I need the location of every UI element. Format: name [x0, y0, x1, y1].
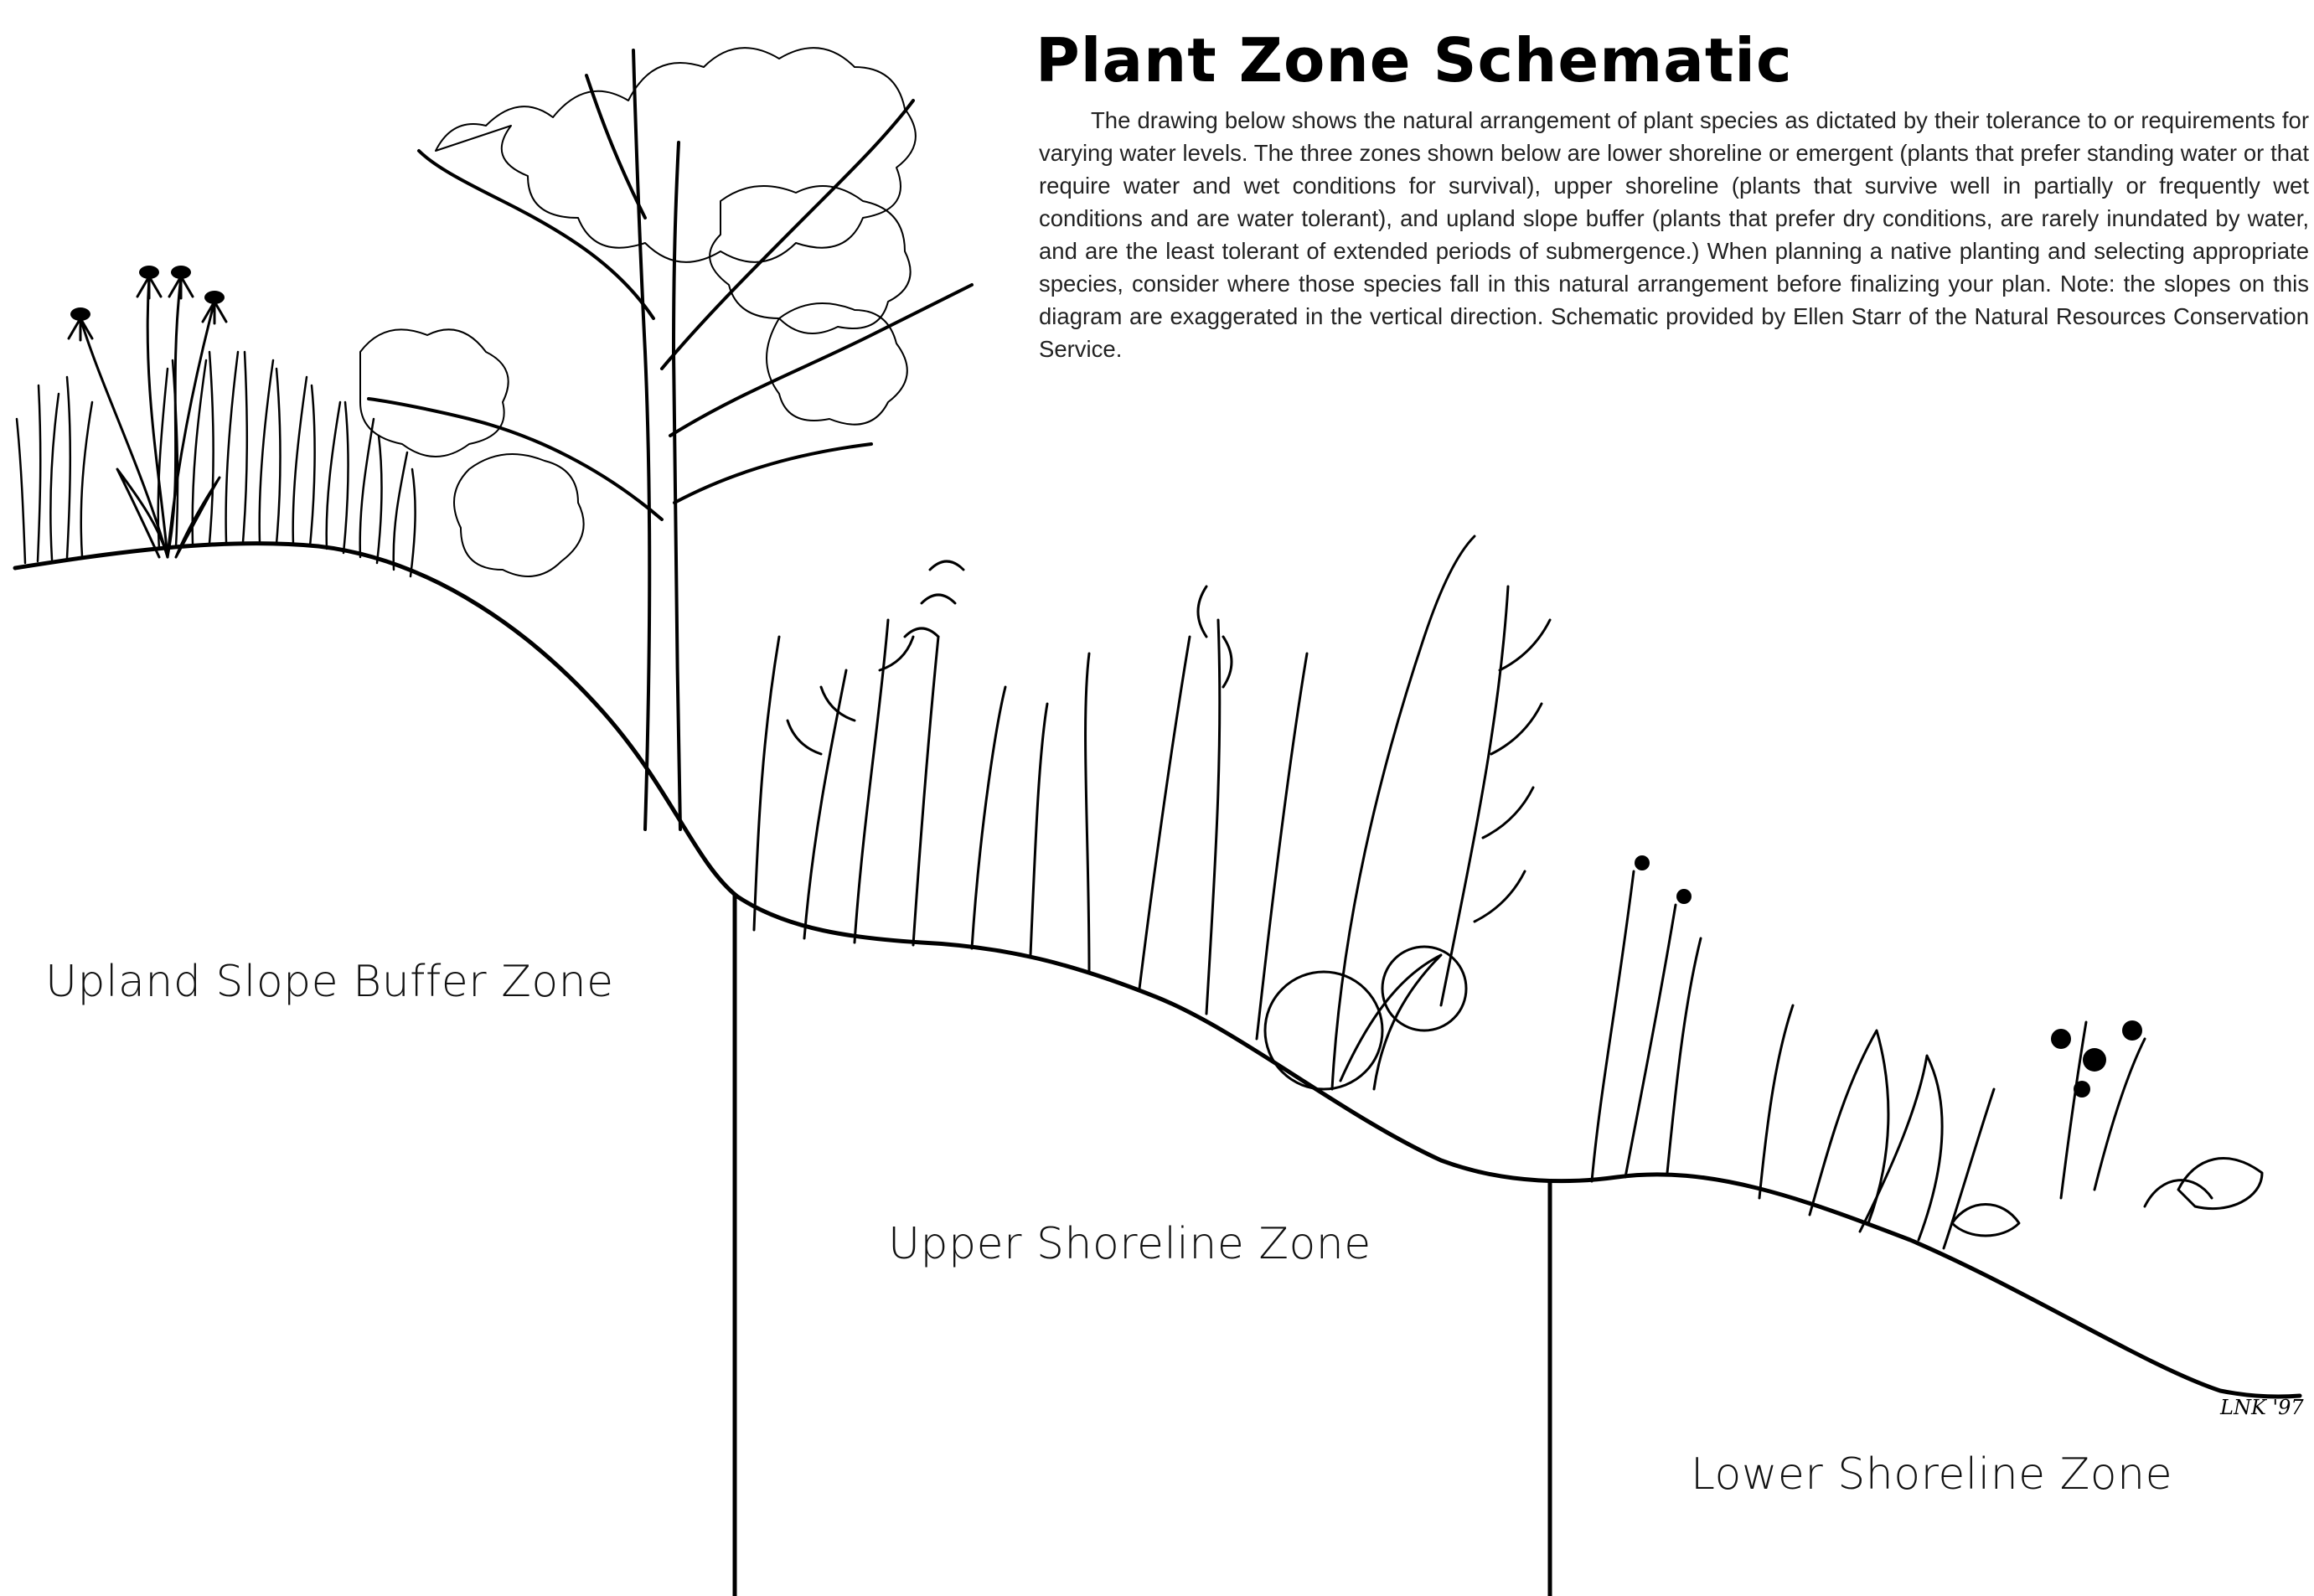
upland-wildflower: [69, 276, 226, 557]
zone-label-upland: Upland Slope Buffer Zone: [45, 957, 614, 1007]
artist-signature: LNK '97: [2220, 1396, 2304, 1419]
description-paragraph: The drawing below shows the natural arra…: [1039, 104, 2309, 365]
lower-shoreline-plants: [1592, 871, 2262, 1248]
tree-foliage: [360, 48, 916, 576]
zone-label-upper-shoreline: Upper Shoreline Zone: [888, 1219, 1371, 1269]
emergent-seedheads: [1635, 855, 2142, 1098]
upper-shoreline-plants: [754, 536, 1550, 1089]
page-title: Plant Zone Schematic: [1036, 25, 1793, 96]
zone-label-lower-shoreline: Lower Shoreline Zone: [1691, 1449, 2172, 1500]
tree-trunk: [369, 50, 972, 829]
